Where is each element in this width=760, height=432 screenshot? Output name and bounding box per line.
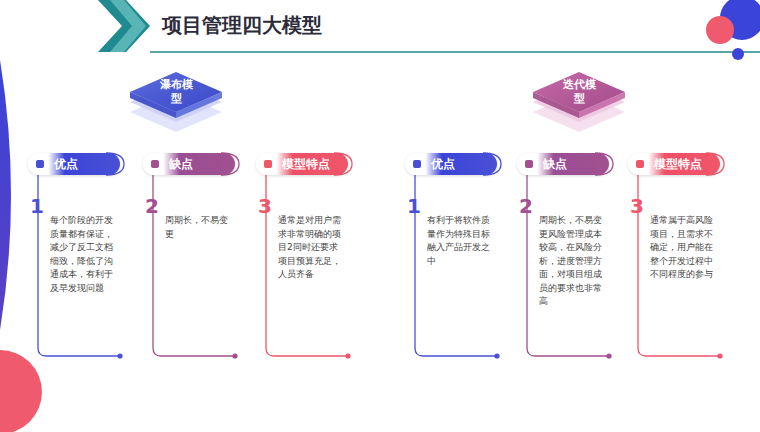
header-icon	[632, 156, 648, 172]
column-line	[266, 175, 346, 356]
page-title: 项目管理四大模型	[162, 12, 322, 39]
header-text: 模型特点	[282, 156, 330, 172]
callout-number: 2	[519, 194, 533, 218]
header-pill: 优点	[405, 153, 497, 175]
icon-mark	[151, 160, 159, 168]
header-icon	[147, 156, 163, 172]
header-text: 优点	[54, 156, 78, 172]
model-badge: 瀑布模型	[128, 68, 224, 134]
body-text: 每个阶段的开发质量都有保证，减少了反工文档细致，降低了沟通成本，有利于及早发现问…	[50, 214, 114, 295]
body-text: 有利于将软件质量作为特殊目标融入产品开发之中	[427, 214, 491, 268]
header-pill: 缺点	[143, 153, 235, 175]
column-line	[638, 175, 718, 356]
end-dot	[717, 353, 722, 358]
model-badge: 迭代模型	[531, 68, 627, 134]
header-pill: 模型特点	[628, 153, 720, 175]
badge-side	[533, 92, 579, 118]
column-outline	[143, 148, 247, 364]
header-text: 缺点	[169, 156, 193, 172]
icon-mark	[36, 160, 44, 168]
column-line	[38, 175, 118, 356]
badge-side	[176, 92, 222, 118]
badge-side	[130, 92, 176, 118]
header-text: 优点	[431, 156, 455, 172]
icon-mark	[413, 160, 421, 168]
header-pill: 优点	[28, 153, 120, 175]
icon-mark	[525, 160, 533, 168]
header-icon	[521, 156, 537, 172]
header-pill: 模型特点	[256, 153, 348, 175]
callout-number: 3	[258, 194, 272, 218]
feature-column: 优点 1有利于将软件质量作为特殊目标融入产品开发之中	[405, 148, 509, 364]
feature-column: 模型特点 3通常是对用户需求非常明确的项目2同时还要求项目预算充足，人员齐备	[256, 148, 360, 364]
callout-number: 2	[145, 194, 159, 218]
callout-number: 3	[630, 194, 644, 218]
column-outline	[405, 148, 509, 364]
title-chevron	[98, 0, 150, 52]
icon-mark	[636, 160, 644, 168]
callout-number: 1	[407, 194, 421, 218]
header-icon	[32, 156, 48, 172]
feature-column: 缺点 2周期长，不易变更风险管理成本较高，在风险分析，进度管理方面，对项目组成员的…	[517, 148, 621, 364]
end-dot	[232, 353, 237, 358]
header-text: 缺点	[543, 156, 567, 172]
end-dot	[494, 353, 499, 358]
deco-dot	[732, 48, 744, 60]
feature-column: 缺点 2周期长，不易变更	[143, 148, 247, 364]
title-rule	[150, 51, 760, 53]
badge-top	[533, 72, 625, 112]
header-icon	[409, 156, 425, 172]
icon-mark	[264, 160, 272, 168]
header-pill: 缺点	[517, 153, 609, 175]
body-text: 周期长，不易变更风险管理成本较高，在风险分析，进度管理方面，对项目组成员的要求也…	[539, 214, 603, 309]
deco-circle	[0, 350, 42, 432]
end-dot	[117, 353, 122, 358]
badge-label: 瀑布模型	[157, 78, 195, 106]
deco-edge	[0, 60, 11, 330]
callout-number: 1	[30, 194, 44, 218]
column-line	[415, 175, 495, 356]
feature-column: 优点 1每个阶段的开发质量都有保证，减少了反工文档细致，降低了沟通成本，有利于及早…	[28, 148, 132, 364]
body-text: 周期长，不易变更	[165, 214, 229, 241]
end-dot	[606, 353, 611, 358]
title-chevron-light	[110, 0, 146, 52]
feature-column: 模型特点 3通常属于高风险项目，且需求不确定，用户能在整个开发过程中不同程度的参与	[628, 148, 732, 364]
badge-label: 迭代模型	[560, 78, 598, 106]
header-text: 模型特点	[654, 156, 702, 172]
badge-top	[130, 72, 222, 112]
body-text: 通常属于高风险项目，且需求不确定，用户能在整个开发过程中不同程度的参与	[650, 214, 714, 282]
header-icon	[260, 156, 276, 172]
column-line	[527, 175, 607, 356]
badge-side	[579, 92, 625, 118]
end-dot	[345, 353, 350, 358]
deco-circle	[706, 16, 734, 44]
column-line	[153, 175, 233, 356]
body-text: 通常是对用户需求非常明确的项目2同时还要求项目预算充足，人员齐备	[278, 214, 342, 282]
